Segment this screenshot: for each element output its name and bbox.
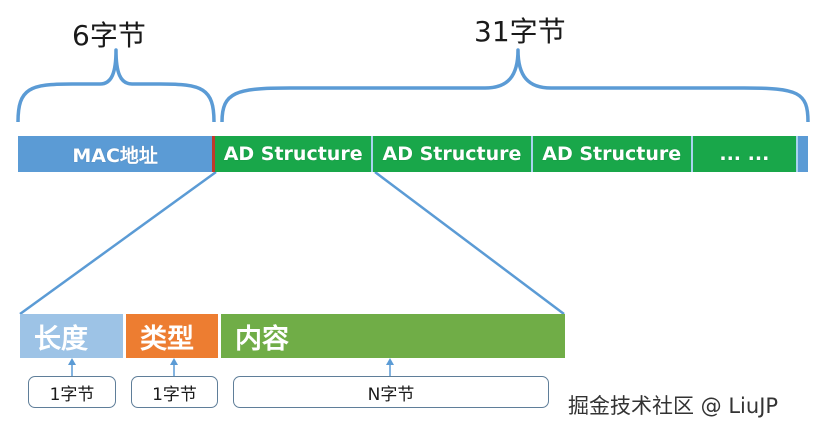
zoom-line-right (374, 171, 565, 315)
type-field: 类型 (126, 314, 218, 358)
mac-address-segment: MAC地址 (18, 136, 216, 172)
zoom-line-left (19, 170, 217, 316)
arrow-content-head (386, 358, 394, 365)
arrow-type-head (170, 358, 178, 365)
length-field: 长度 (20, 314, 123, 358)
ad-structure-segment-1: AD Structure (215, 136, 374, 172)
type-field-label: 类型 (140, 323, 194, 355)
arrow-length-head (68, 358, 76, 365)
content-field-label: 内容 (235, 323, 289, 355)
ad-structure-label: AD Structure (223, 143, 363, 165)
ad-structure-label: AD Structure (542, 143, 682, 165)
length-field-label: 长度 (34, 323, 88, 355)
content-size-label: N字节 (367, 384, 415, 405)
content-field: 内容 (221, 314, 565, 358)
type-size-label: 1字节 (152, 384, 197, 405)
right-brace (220, 48, 810, 123)
left-brace (16, 48, 216, 123)
mac-size-label: 6字节 (72, 19, 146, 52)
packet-bar: MAC地址 AD Structure AD Structure AD Struc… (18, 136, 808, 172)
ad-total-size-label: 31字节 (474, 15, 566, 48)
ad-structure-segment-2: AD Structure (373, 136, 533, 172)
type-size-box: 1字节 (131, 376, 218, 408)
mac-address-label: MAC地址 (72, 144, 158, 167)
ad-structure-segment-3: AD Structure (532, 136, 693, 172)
length-size-box: 1字节 (28, 376, 116, 408)
length-size-label: 1字节 (49, 384, 95, 405)
packet-end-cap (798, 136, 808, 172)
ad-structure-label: AD Structure (382, 143, 522, 165)
ellipsis-label: ... ... (719, 143, 770, 165)
ad-structure-ellipsis-segment: ... ... (692, 136, 799, 172)
watermark: 掘金技术社区 @ LiuJP (568, 394, 779, 418)
content-size-box: N字节 (233, 376, 549, 408)
